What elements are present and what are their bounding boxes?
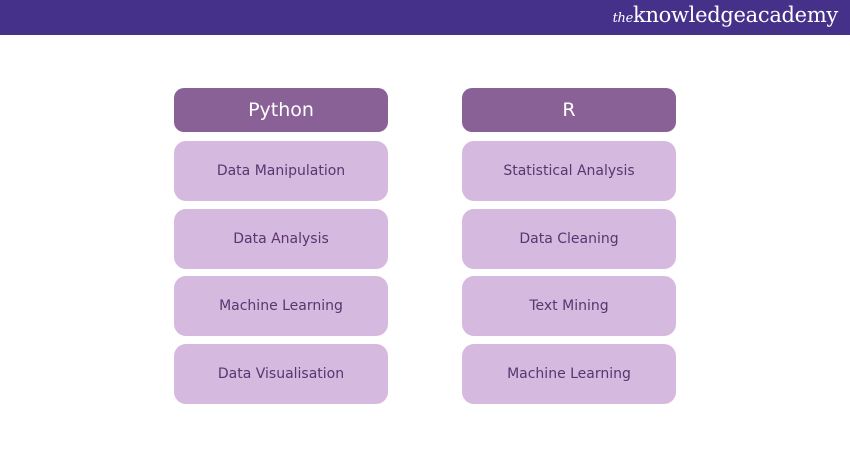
brand-prefix: the	[612, 11, 634, 26]
r-column: R Statistical Analysis Data Cleaning Tex…	[462, 88, 676, 411]
list-item: Data Analysis	[174, 208, 388, 269]
python-column: Python Data Manipulation Data Analysis M…	[174, 88, 388, 411]
list-item: Machine Learning	[462, 343, 676, 404]
column-header: R	[462, 88, 676, 132]
list-item: Data Cleaning	[462, 208, 676, 269]
list-item: Statistical Analysis	[462, 141, 676, 201]
list-item: Data Visualisation	[174, 343, 388, 404]
brand-name: knowledgeacademy	[633, 3, 838, 27]
top-bar: theknowledgeacademy	[0, 0, 850, 35]
column-header: Python	[174, 88, 388, 132]
list-item: Data Manipulation	[174, 141, 388, 201]
list-item: Machine Learning	[174, 276, 388, 336]
brand-logo: theknowledgeacademy	[612, 3, 839, 27]
list-item: Text Mining	[462, 276, 676, 336]
